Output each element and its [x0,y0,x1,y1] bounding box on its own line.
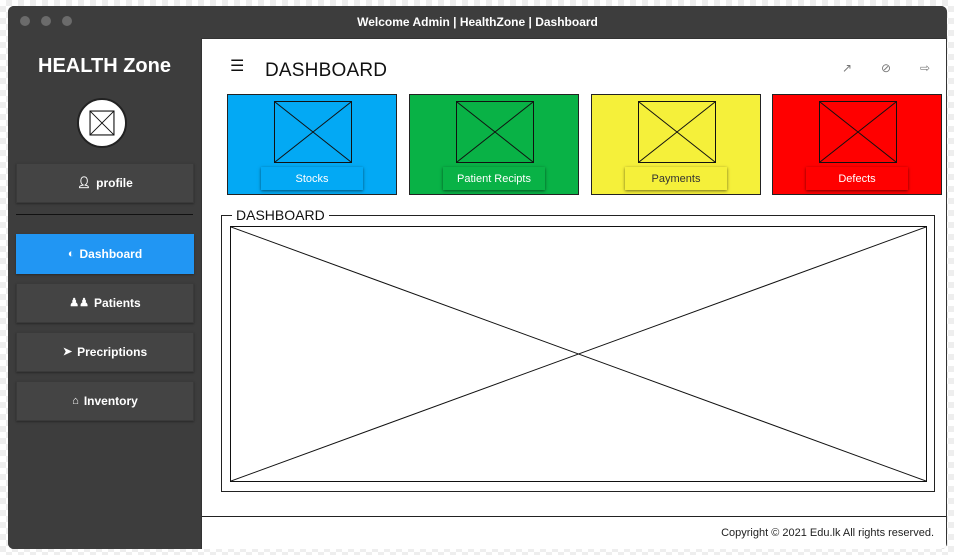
profile-label: profile [96,176,133,190]
stocks-button[interactable]: Stocks [261,167,363,190]
external-link-icon[interactable]: ↗ [841,61,853,75]
defects-image-placeholder [819,101,897,163]
sidebar: HEALTH Zone 👤︎ profile ◐ Dashboard ♟♟ Pa… [8,38,201,549]
patient-receipts-image-placeholder [456,101,534,163]
tachometer-icon: ◐ [67,247,75,260]
sidebar-item-label: Dashboard [79,247,143,261]
bell-slash-icon[interactable]: ⊘ [880,61,892,75]
defects-button[interactable]: Defects [806,167,908,190]
payments-image-placeholder [638,101,716,163]
dashboard-panel: DASHBOARD [221,207,935,492]
patient-receipts-button[interactable]: Patient Recipts [443,167,545,190]
paper-plane-icon: ➤ [62,345,73,358]
panel-legend: DASHBOARD [232,207,329,223]
footer: Copyright © 2021 Edu.lk All rights reser… [202,516,946,549]
dashboard-image-placeholder [230,226,927,482]
sidebar-item-label: Precriptions [77,345,148,359]
minimize-window-button[interactable] [41,16,51,26]
main-content: ☰ DASHBOARD ↗ ⊘ ⇨ Stocks Patien [201,38,947,549]
home-icon: ⌂ [72,394,79,407]
card-payments: Payments [591,94,761,195]
card-stocks: Stocks [227,94,397,195]
profile-button[interactable]: 👤︎ profile [16,163,194,203]
user-icon: 👤︎ [77,176,92,189]
payments-button[interactable]: Payments [625,167,727,190]
copyright-text: Copyright © 2021 Edu.lk All rights reser… [721,527,934,539]
sidebar-item-prescriptions[interactable]: ➤ Precriptions [16,332,194,372]
users-icon: ♟♟ [69,296,90,309]
sidebar-item-patients[interactable]: ♟♟ Patients [16,283,194,323]
header-actions: ↗ ⊘ ⇨ [840,61,932,75]
maximize-window-button[interactable] [62,16,72,26]
sidebar-item-dashboard[interactable]: ◐ Dashboard [16,234,194,274]
window-title: Welcome Admin | HealthZone | Dashboard [357,15,598,29]
sidebar-item-label: Inventory [83,394,138,408]
hamburger-icon[interactable]: ☰ [230,58,245,75]
brand-title: HEALTH Zone [38,55,171,77]
app-window: Welcome Admin | HealthZone | Dashboard H… [8,6,947,549]
close-window-button[interactable] [20,16,30,26]
card-patient-receipts: Patient Recipts [409,94,579,195]
card-defects: Defects [772,94,942,195]
window-controls [20,16,72,26]
page-title: DASHBOARD [265,60,388,81]
sidebar-item-label: Patients [94,296,141,310]
sign-out-icon[interactable]: ⇨ [919,61,931,75]
title-bar: Welcome Admin | HealthZone | Dashboard [8,6,947,38]
user-placeholder-image-icon [77,98,127,148]
sidebar-item-inventory[interactable]: ⌂ Inventory [16,381,194,421]
sidebar-divider [16,214,193,215]
stocks-image-placeholder [274,101,352,163]
